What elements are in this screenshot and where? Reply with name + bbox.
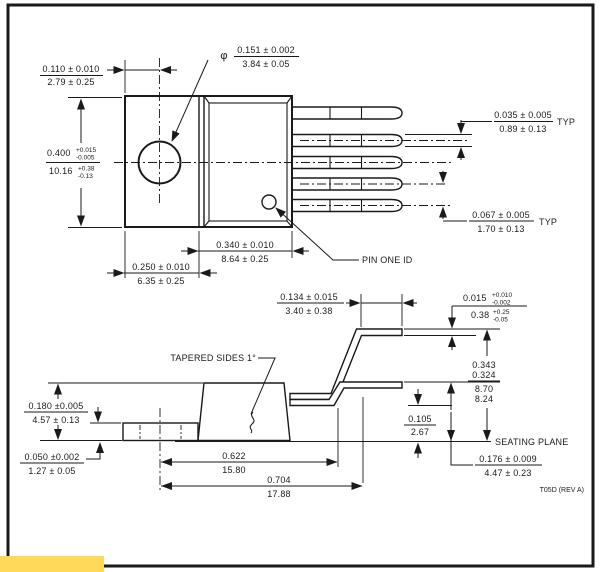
dim-tab-width-mm: 6.35 ± 0.25	[137, 276, 184, 286]
typ-label-lead-width: TYP	[557, 117, 575, 127]
dim-overall-length: 0.704 17.88	[161, 397, 364, 499]
dim-body-width-in: 0.340 ± 0.010	[216, 240, 274, 250]
dim-tab-thickness: 0.050 ±0.002 1.27 ± 0.05	[20, 407, 121, 476]
tapered-sides-label: TAPERED SIDES 1°	[170, 353, 256, 363]
centerlines-top-view	[114, 58, 470, 206]
dim-tab-width: 0.250 ± 0.010 6.35 ± 0.25	[107, 231, 217, 286]
lead-1	[292, 106, 403, 120]
tab-side-profile	[122, 422, 199, 442]
dim-body-height-mm-minus: -0.13	[78, 173, 93, 180]
dim-lead-ht-in-min: 0.324	[472, 370, 496, 380]
typ-label-lead-pitch: TYP	[539, 217, 557, 227]
dim-lower-ht-mm: 2.67	[411, 427, 429, 437]
dim-body-width: 0.340 ± 0.010 8.64 ± 0.25	[181, 231, 309, 264]
dim-lead-thk-in: 0.015	[463, 293, 487, 303]
dim-lead-pitch: 0.067 ± 0.005 1.70 ± 0.13 TYP	[439, 171, 557, 234]
dim-body-height-in-minus: -0.005	[76, 155, 95, 162]
tab-body-divider	[198, 96, 205, 227]
dim-body-height-mm-plus: +0.38	[78, 166, 95, 173]
seating-plane-label: SEATING PLANE	[495, 437, 568, 447]
dim-hole-offset-mm: 2.79 ± 0.25	[47, 77, 94, 87]
pin-one-id-label: PIN ONE ID	[362, 255, 413, 265]
dim-top-len-in: 0.134 ± 0.015	[280, 292, 338, 302]
package-body-outline	[124, 95, 293, 228]
dim-lead-height: 0.343 0.324 8.70 8.24	[468, 329, 500, 441]
dim-seat-ht-in: 0.176 ± 0.009	[479, 454, 537, 464]
side-view	[122, 328, 403, 492]
dim-hole-dia-mm: 3.84 ± 0.05	[242, 59, 289, 69]
dim-hole-offset: 0.110 ± 0.010 2.79 ± 0.25	[40, 60, 177, 93]
dim-tab-width-in: 0.250 ± 0.010	[132, 262, 190, 272]
dim-body-height-side: 0.180 ±0.005 4.57 ± 0.13	[24, 382, 203, 441]
dim-tab-thk-in: 0.050 ±0.002	[25, 452, 80, 462]
dim-seat-ht-mm: 4.47 ± 0.23	[484, 468, 531, 478]
upper-formed-lead	[289, 328, 403, 401]
dim-lead-top-length: 0.134 ± 0.015 3.40 ± 0.38	[277, 292, 417, 327]
dim-lead-ht-mm-min: 8.24	[475, 394, 493, 404]
diameter-symbol: φ	[220, 50, 227, 62]
dim-hole-dia-in: 0.151 ± 0.002	[237, 45, 295, 55]
chamfer-corner-lines	[203, 95, 293, 228]
lead-pins-top-view	[292, 106, 403, 213]
dim-body-height-in: 0.400	[47, 148, 71, 158]
dim-body-height-mm: 10.16	[49, 166, 73, 176]
dim-lead-thk-mm: 0.38	[471, 310, 489, 320]
dim-body-length: 0.622 15.80	[161, 408, 339, 475]
dim-lead-thk-in-minus: -0.002	[492, 300, 511, 307]
dim-body-height-in-plus: +0.015	[76, 147, 96, 154]
dim-lead-seat-height: 0.176 ± 0.009 4.47 ± 0.23	[447, 382, 542, 478]
dim-body-len-in: 0.622	[222, 451, 246, 461]
dim-lead-width: 0.035 ± 0.005 0.89 ± 0.13 TYP	[405, 110, 575, 160]
pin-one-id-callout: PIN ONE ID	[275, 207, 413, 265]
body-chamfer-inner-rect	[208, 102, 288, 222]
dim-lead-thk-mm-plus: +0.25	[493, 309, 510, 316]
dim-lead-pitch-in: 0.067 ± 0.005	[472, 210, 530, 220]
dim-lead-thickness: 0.015 +0.010 -0.002 0.38 +0.25 -0.05	[404, 292, 527, 350]
pin-one-id-circle	[261, 194, 277, 210]
dim-lead-ht-in-max: 0.343	[472, 360, 496, 370]
highlight-marker	[0, 556, 104, 572]
dim-body-width-mm: 8.64 ± 0.25	[221, 254, 268, 264]
drawing-number-note: T05D (REV A)	[540, 487, 584, 494]
body-side-profile	[197, 382, 291, 442]
dim-overall-len-mm: 17.88	[267, 489, 291, 499]
lower-formed-lead	[289, 381, 403, 407]
dim-lower-lead-height: 0.105 2.67	[404, 381, 500, 458]
top-view	[114, 58, 470, 228]
dim-lead-thk-mm-minus: -0.05	[493, 317, 508, 324]
dim-body-ht-side-mm: 4.57 ± 0.13	[32, 415, 79, 425]
dim-hole-diameter: φ 0.151 ± 0.002 3.84 ± 0.05	[171, 45, 299, 142]
dim-hole-offset-in: 0.110 ± 0.010	[43, 64, 100, 74]
dim-body-len-mm: 15.80	[222, 465, 246, 475]
dim-top-len-mm: 3.40 ± 0.38	[285, 306, 332, 316]
dim-lead-width-in: 0.035 ± 0.005	[494, 110, 552, 120]
dim-lead-width-mm: 0.89 ± 0.13	[499, 124, 546, 134]
tab-bend-marks	[139, 425, 182, 439]
seating-plane: SEATING PLANE	[175, 437, 568, 447]
dim-lead-pitch-mm: 1.70 ± 0.13	[477, 224, 524, 234]
dim-lead-thk-in-plus: +0.010	[492, 292, 512, 299]
taper-reference-squiggle	[249, 411, 255, 434]
drawing-border-frame	[6, 3, 595, 568]
tapered-sides-callout: TAPERED SIDES 1°	[170, 353, 276, 415]
dim-lower-ht-in: 0.105	[408, 414, 432, 424]
dim-body-ht-side-in: 0.180 ±0.005	[29, 401, 84, 411]
dim-overall-len-in: 0.704	[267, 475, 291, 485]
mounting-hole	[137, 140, 182, 185]
dim-body-height: 0.400 +0.015 -0.005 10.16 +0.38 -0.13	[46, 97, 122, 228]
dim-lead-ht-mm-max: 8.70	[475, 384, 493, 394]
dim-tab-thk-mm: 1.27 ± 0.05	[28, 466, 75, 476]
